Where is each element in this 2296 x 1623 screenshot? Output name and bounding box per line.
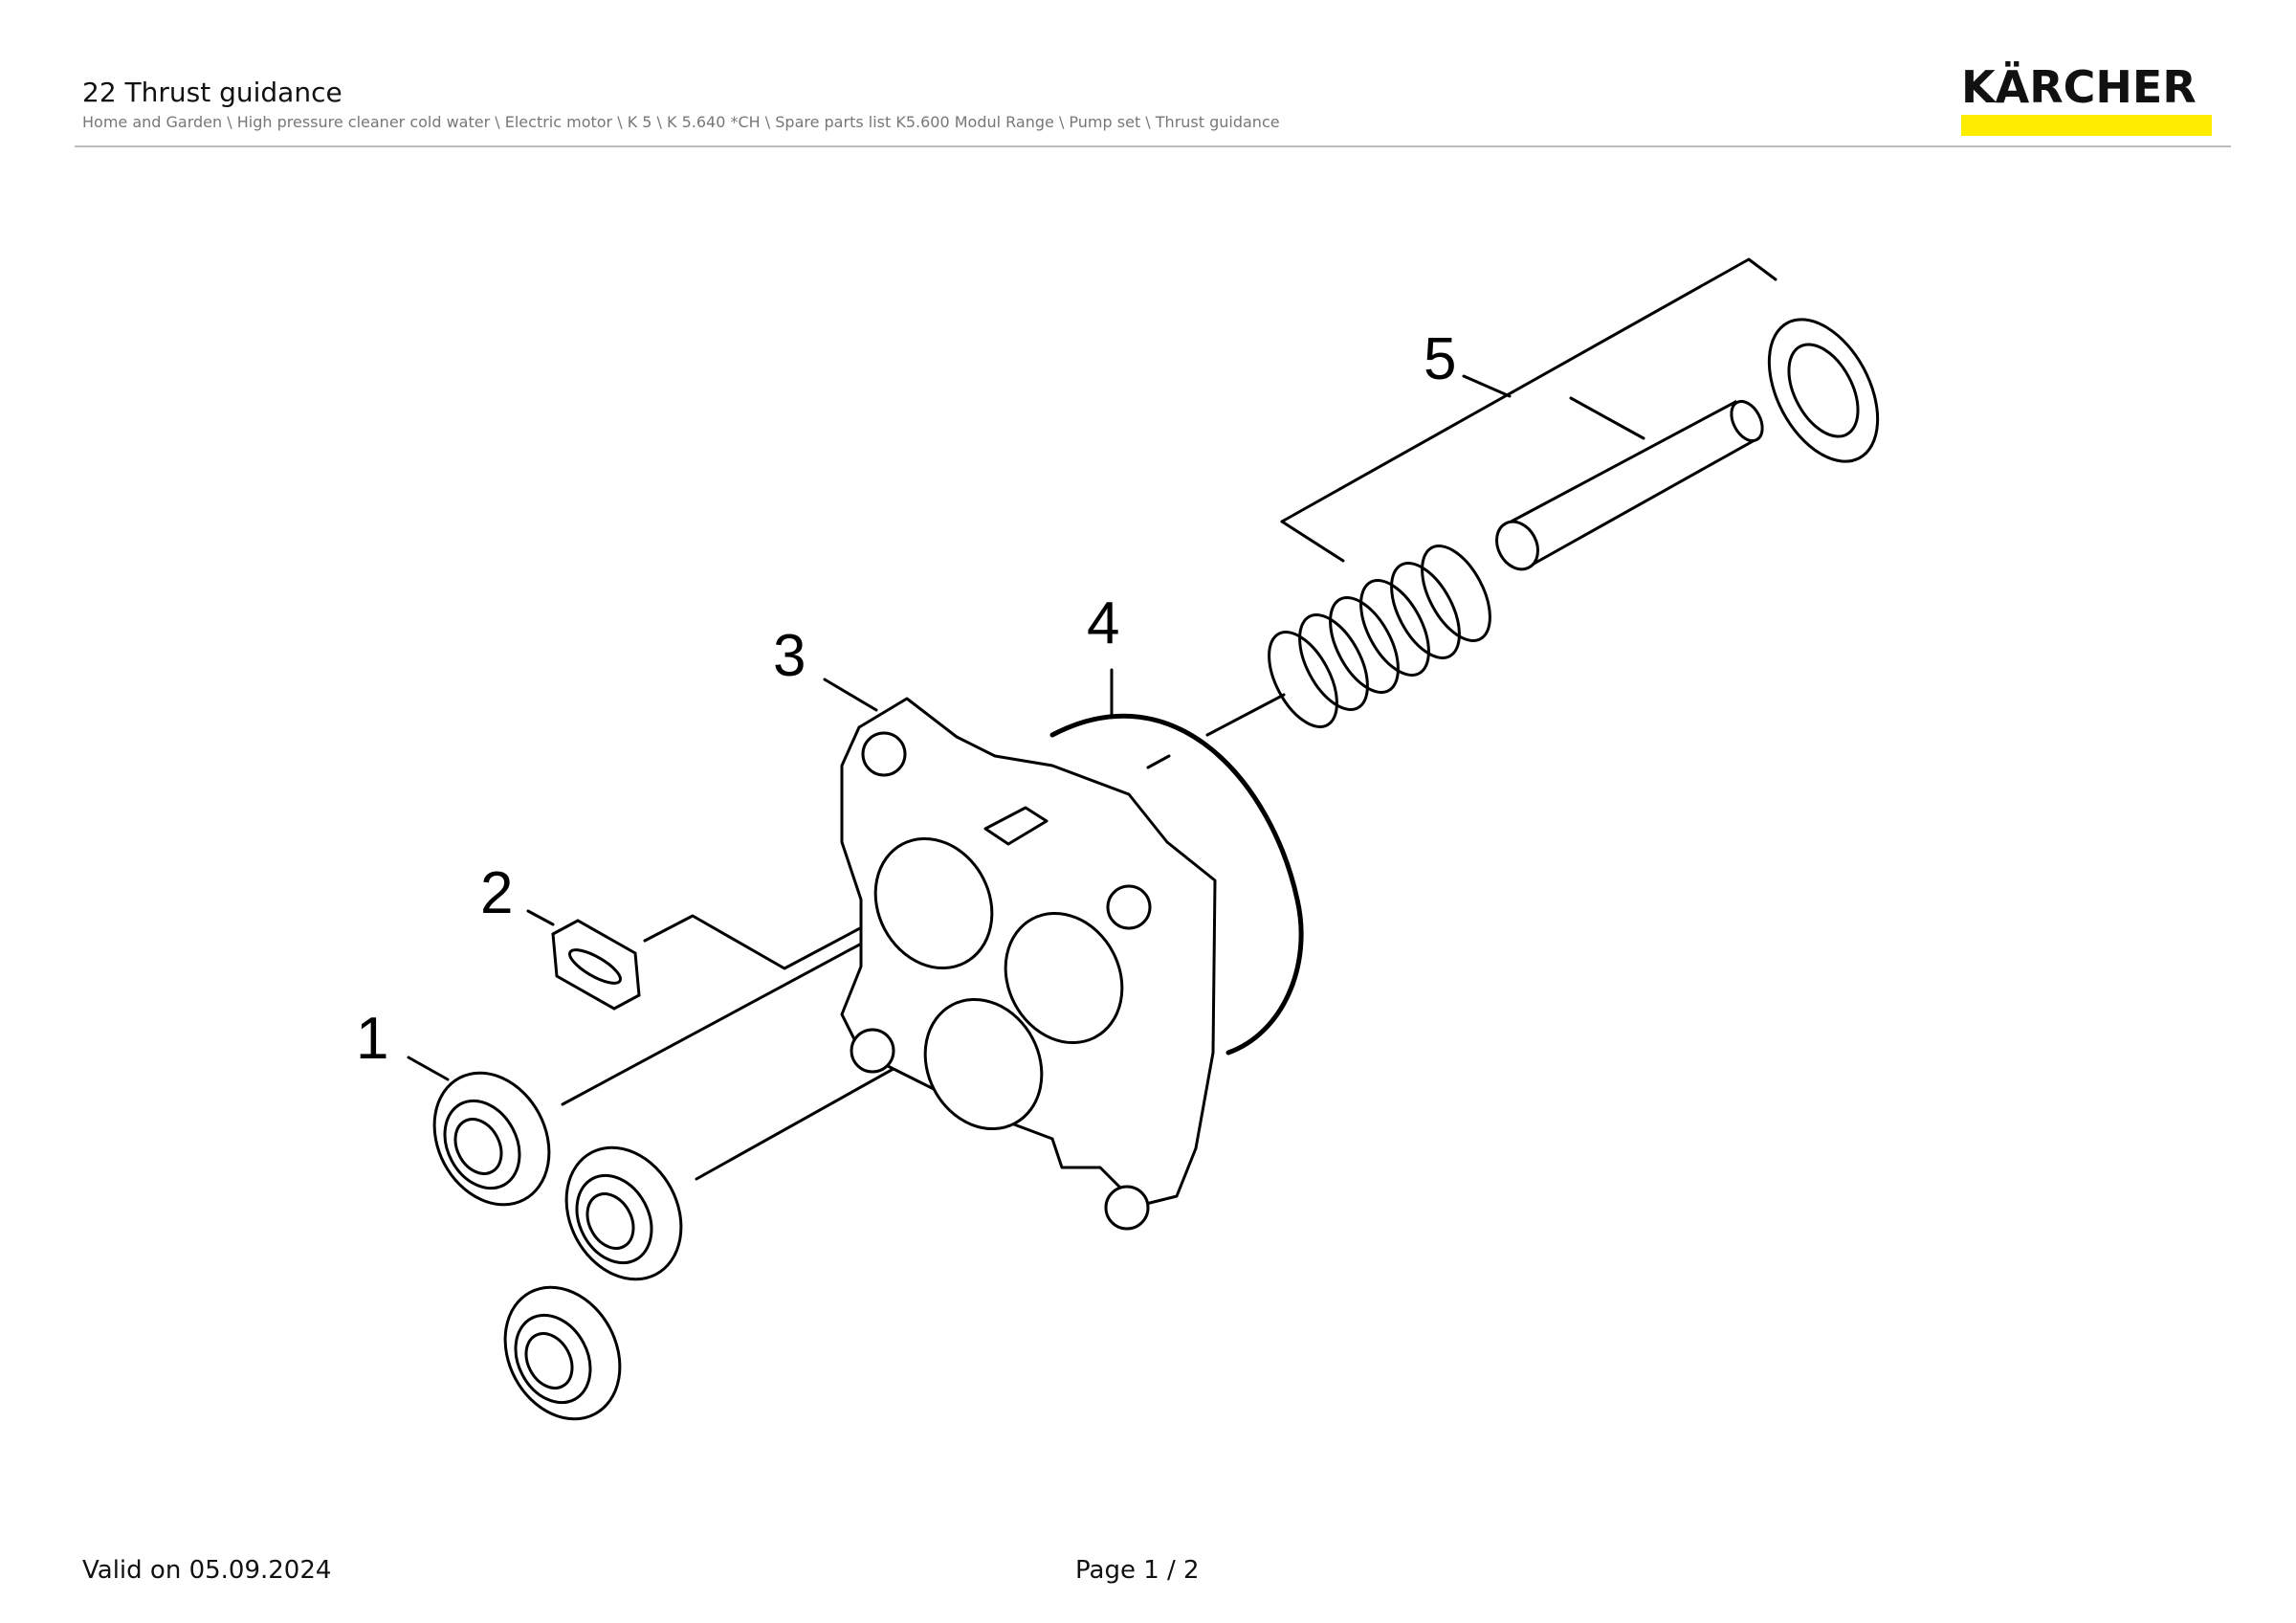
callout-5: 5 [1424, 326, 1456, 392]
mounting-hole-top [861, 731, 907, 777]
mounting-hole-bottom [1104, 1185, 1150, 1231]
brand-logo-text: KÄRCHER [1961, 61, 2197, 113]
mounting-hole-left [850, 1028, 895, 1074]
guide-housing [840, 697, 1217, 1231]
seal-ring-3 [503, 1285, 622, 1421]
callout-3: 3 [773, 623, 806, 689]
bore-lower [1004, 911, 1124, 1045]
slot [983, 806, 1049, 846]
validity-date: Valid on 05.09.2024 [82, 1556, 332, 1585]
mounting-hole-right [1106, 884, 1152, 930]
insert-piece [551, 919, 641, 1011]
axis-line-right [1205, 693, 1286, 737]
bracket-5-left [1280, 520, 1345, 563]
page-number: Page 1 / 2 [1075, 1556, 1200, 1585]
retaining-washer [1767, 318, 1880, 463]
header-divider [75, 145, 2231, 147]
brand-logo: KÄRCHER [1961, 61, 2212, 136]
o-ring [1049, 713, 1304, 1056]
bracket-5 [1280, 257, 1777, 523]
breadcrumb: Home and Garden \ High pressure cleaner … [82, 113, 1280, 131]
bore-upper [873, 836, 994, 970]
bore-rear [923, 997, 1044, 1131]
page-title: 22 Thrust guidance [82, 77, 342, 108]
guide-pin [1495, 399, 1764, 571]
leader-line-5 [1462, 374, 1512, 398]
leader-line-1 [407, 1056, 450, 1081]
callout-2: 2 [480, 860, 513, 926]
seal-ring-2 [564, 1145, 683, 1281]
bracket-5-mid [1569, 396, 1645, 440]
axis-line-spring [1146, 754, 1171, 769]
leader-line-2 [526, 909, 555, 926]
seal-ring-1 [432, 1071, 551, 1207]
callout-1: 1 [356, 1006, 388, 1072]
leader-line-3 [823, 678, 878, 712]
callout-4: 4 [1087, 590, 1119, 656]
brand-logo-bar [1961, 115, 2212, 136]
compression-spring [1268, 545, 1491, 728]
